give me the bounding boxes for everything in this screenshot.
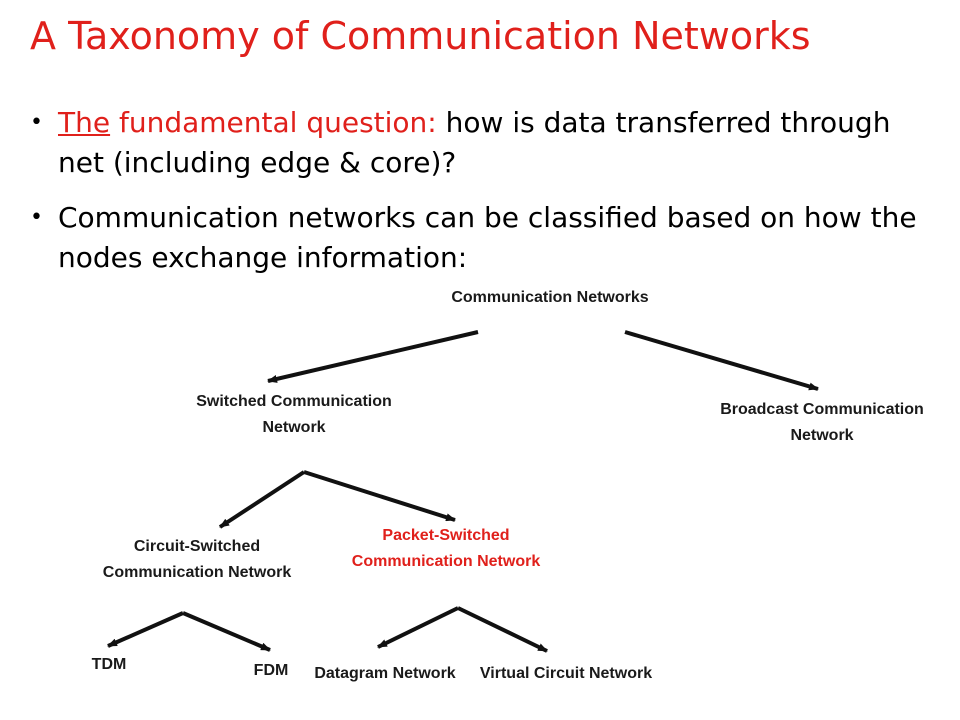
bullet-text: how is data transferred through net (inc… bbox=[58, 106, 891, 179]
edge-packet-datagram bbox=[377, 606, 459, 649]
node-packet-switched-network: Packet-Switched Communication Network bbox=[351, 527, 541, 570]
node-tdm: TDM bbox=[91, 656, 127, 673]
edge-circuit-tdm bbox=[107, 611, 184, 648]
edge-packet-virtual-circuit bbox=[457, 606, 548, 653]
node-communication-networks: Communication Networks bbox=[451, 289, 649, 306]
bullet-list: • The fundamental question: how is data t… bbox=[28, 103, 928, 278]
edge-circuit-fdm bbox=[182, 611, 271, 652]
edge-switched-packet bbox=[303, 470, 456, 522]
node-fdm: FDM bbox=[253, 662, 289, 679]
bullet-lead-the: The bbox=[58, 106, 111, 139]
edge-root-switched bbox=[267, 330, 479, 383]
node-switched-network: Switched Communication Network bbox=[196, 393, 392, 436]
bullet-dot: • bbox=[30, 205, 43, 230]
bullet-lead: fundamental question: bbox=[110, 106, 437, 139]
slide-title: A Taxonomy of Communication Networks bbox=[30, 14, 811, 58]
node-datagram-network: Datagram Network bbox=[314, 665, 456, 682]
node-broadcast-network: Broadcast Communication Network bbox=[720, 401, 924, 444]
bullet-item: • Communication networks can be classifie… bbox=[28, 198, 928, 278]
node-virtual-circuit-network: Virtual Circuit Network bbox=[479, 665, 653, 682]
edge-root-broadcast bbox=[624, 330, 819, 391]
bullet-dot: • bbox=[30, 110, 43, 135]
bullet-text: Communication networks can be classified… bbox=[58, 201, 917, 274]
bullet-item: • The fundamental question: how is data t… bbox=[28, 103, 928, 183]
node-circuit-switched-network: Circuit-Switched Communication Network bbox=[102, 538, 292, 581]
edge-switched-circuit bbox=[218, 470, 306, 529]
